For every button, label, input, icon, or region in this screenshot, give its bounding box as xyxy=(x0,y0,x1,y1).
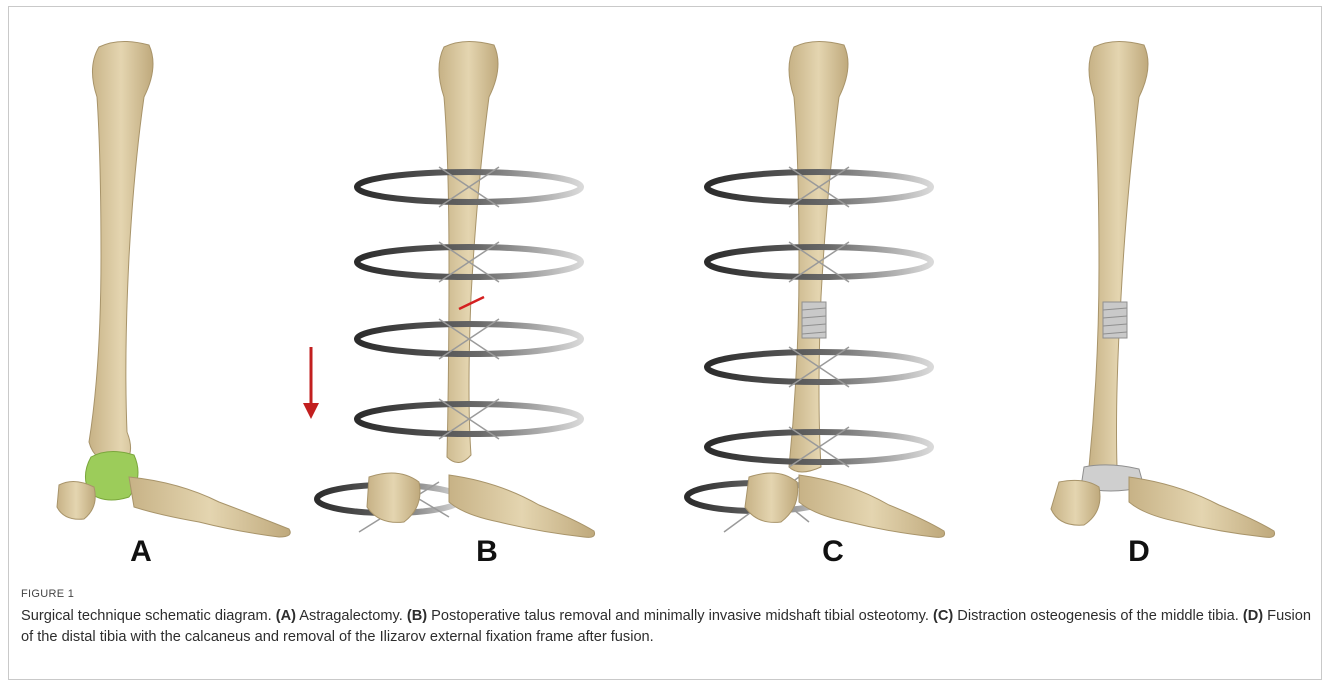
caption-part-c: Distraction osteogenesis of the middle t… xyxy=(953,608,1243,624)
foot-bones xyxy=(129,477,290,537)
panel-b: B xyxy=(299,37,599,577)
tibia-bone xyxy=(89,41,153,467)
panel-b-illustration xyxy=(299,37,599,577)
caption-lead: Surgical technique schematic diagram. xyxy=(21,608,276,624)
panel-c: C xyxy=(649,37,949,577)
panel-a-label: A xyxy=(121,535,161,569)
foot-bones xyxy=(1129,477,1275,537)
panel-c-illustration xyxy=(649,37,949,577)
foot-bones xyxy=(799,475,945,537)
panel-d-illustration xyxy=(999,37,1299,577)
calcaneus-bone xyxy=(745,473,798,522)
caption-tag-b: (B) xyxy=(407,608,427,624)
calcaneus-bone xyxy=(1051,480,1100,525)
calcaneus-bone xyxy=(367,473,420,522)
panel-c-label: C xyxy=(813,535,853,569)
tibia-bone xyxy=(789,41,848,472)
figure-panels: A xyxy=(9,7,1321,587)
caption-part-b: Postoperative talus removal and minimall… xyxy=(427,608,933,624)
panel-d: D xyxy=(999,37,1299,577)
foot-bones xyxy=(449,475,595,537)
caption-tag-a: (A) xyxy=(276,608,296,624)
figure-caption: FIGURE 1 Surgical technique schematic di… xyxy=(21,588,1311,648)
tibia-bone xyxy=(1089,41,1148,472)
distraction-arrow-head xyxy=(303,403,319,419)
panel-d-label: D xyxy=(1119,535,1159,569)
figure-label: FIGURE 1 xyxy=(21,588,1311,600)
caption-text: Surgical technique schematic diagram. (A… xyxy=(21,606,1311,648)
figure-frame: A xyxy=(8,6,1322,680)
calcaneus-bone xyxy=(57,481,95,519)
tibia-bone xyxy=(439,41,498,462)
caption-tag-c: (C) xyxy=(933,608,953,624)
panel-b-label: B xyxy=(467,535,507,569)
caption-part-a: Astragalectomy. xyxy=(296,608,407,624)
caption-tag-d: (D) xyxy=(1243,608,1263,624)
